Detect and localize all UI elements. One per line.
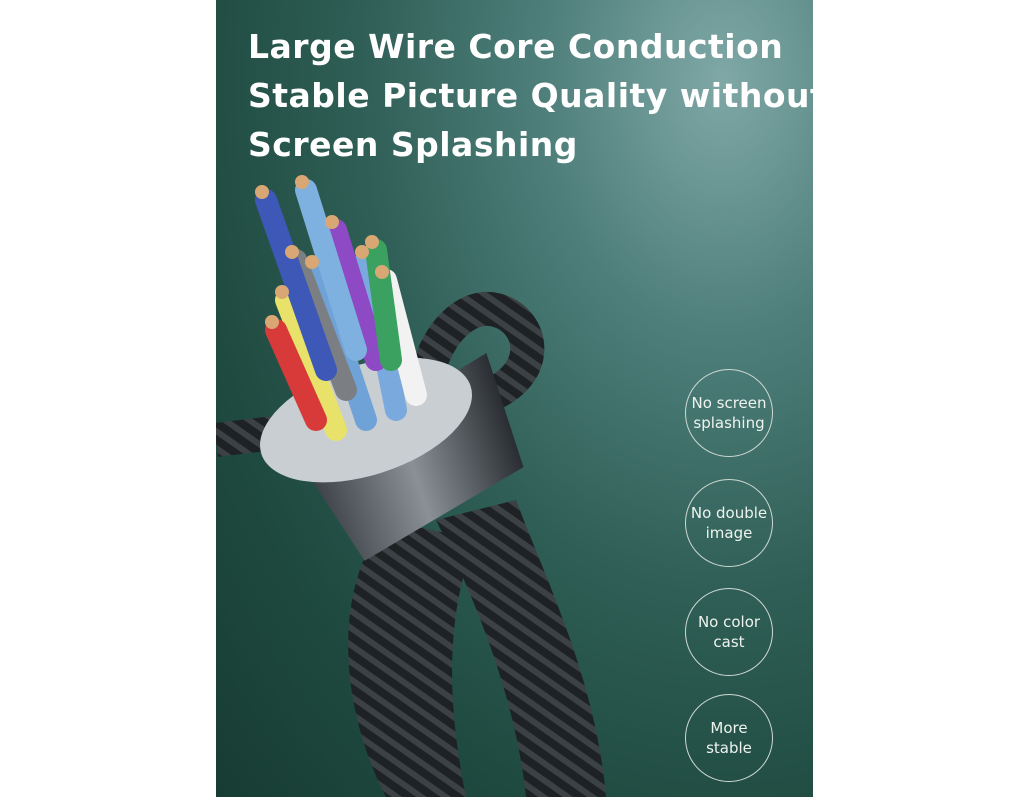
headline-line-1: Large Wire Core Conduction <box>248 27 784 66</box>
badge-label: No double image <box>690 504 768 542</box>
headline-line-2: Stable Picture Quality without <box>248 76 813 115</box>
braided-cable-illustration <box>216 175 606 797</box>
headline-line-3: Screen Splashing <box>248 125 578 164</box>
badge-no-double-image: No double image <box>685 479 773 567</box>
badge-no-screen-splashing: No screen splashing <box>685 369 773 457</box>
badge-more-stable: More stable <box>685 694 773 782</box>
badge-label: No screen splashing <box>691 394 767 432</box>
product-banner: Large Wire Core Conduction Stable Pictur… <box>216 0 813 797</box>
headline: Large Wire Core Conduction Stable Pictur… <box>248 22 813 169</box>
badge-label: More stable <box>706 719 752 757</box>
badge-label: No color cast <box>697 613 761 651</box>
badge-no-color-cast: No color cast <box>685 588 773 676</box>
